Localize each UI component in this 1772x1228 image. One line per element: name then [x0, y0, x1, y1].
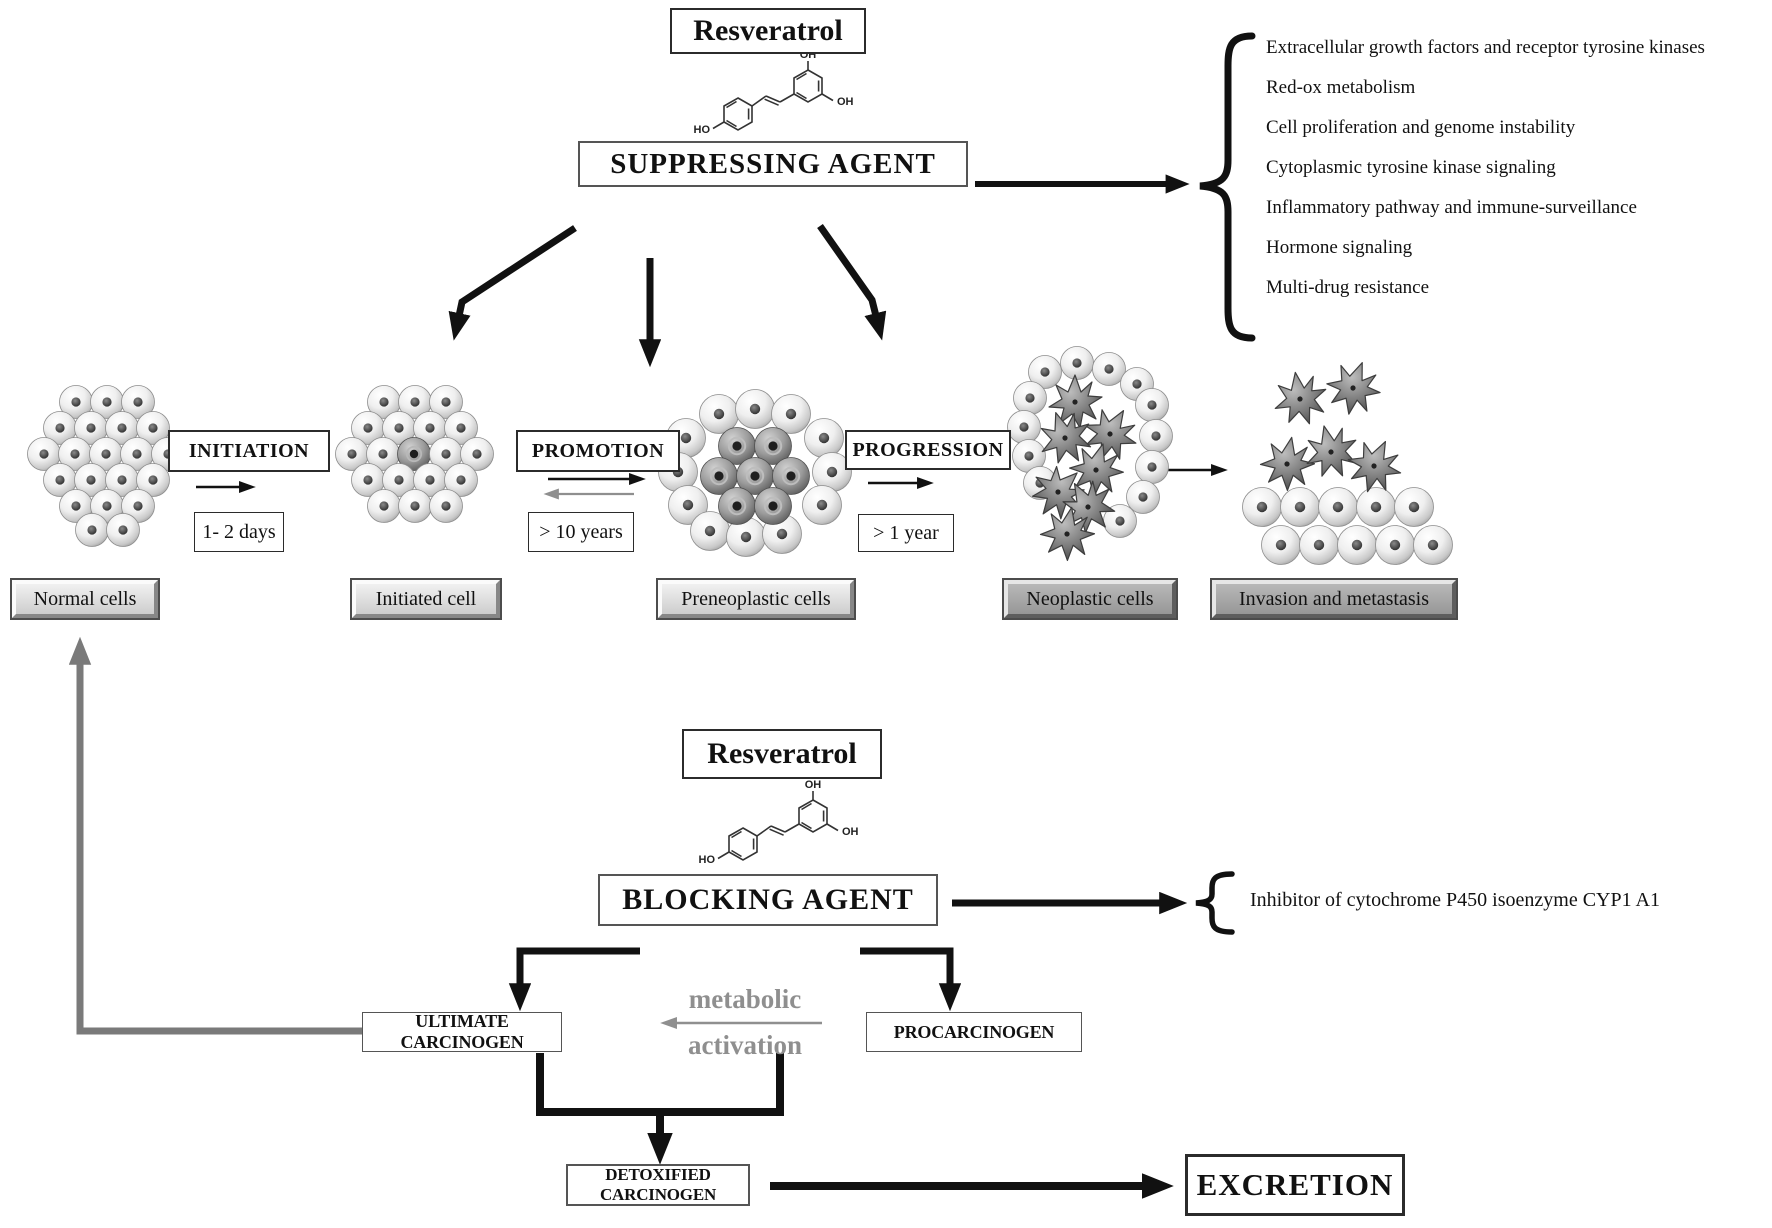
- initiated-cell-label: Initiated cell: [350, 578, 502, 620]
- ultimate-carcinogen-box: ULTIMATE CARCINOGEN: [362, 1011, 562, 1052]
- resveratrol-title-bottom: Resveratrol: [682, 729, 882, 779]
- excretion-box: EXCRETION: [1185, 1154, 1405, 1216]
- metabolic-text: metabolic: [688, 984, 802, 1014]
- resveratrol-structure-top-icon: OH OH HO: [694, 49, 854, 136]
- normal-cells-label: Normal cells: [10, 578, 160, 620]
- procarcinogen-box: PROCARCINOGEN: [866, 1012, 1082, 1052]
- promotion-duration-box: > 10 years: [528, 512, 634, 552]
- arrow-blocking-to-procarcinogen: [860, 947, 962, 1012]
- initiation-duration-box: 1- 2 days: [194, 512, 284, 552]
- activation-text: activation: [688, 1030, 802, 1060]
- initiation-box: INITIATION: [168, 430, 330, 472]
- ho-label: HO: [694, 124, 711, 136]
- oh-label: OH: [805, 779, 822, 791]
- inhibitor-text: Inhibitor of cytochrome P450 isoenzyme C…: [1250, 889, 1660, 911]
- detoxified-carcinogen-box: DETOXIFIED CARCINOGEN: [566, 1164, 750, 1206]
- resveratrol-structure-bottom-icon: OH OH HO: [699, 779, 859, 866]
- neoplastic-cells-label: Neoplastic cells: [1002, 578, 1178, 620]
- mechanism-item: Cell proliferation and genome instabilit…: [1266, 117, 1576, 138]
- ho-label: HO: [699, 854, 716, 866]
- mechanism-item: Hormone signaling: [1266, 237, 1413, 258]
- preneoplastic-cells-cluster: [658, 389, 852, 557]
- arrow-return-to-normal-cells: [68, 636, 366, 1035]
- preneoplastic-cells-label: Preneoplastic cells: [656, 578, 856, 620]
- invasion-metastasis-label: Invasion and metastasis: [1210, 578, 1458, 620]
- initiated-cell-cluster: [335, 385, 494, 523]
- mechanism-item: Extracellular growth factors and recepto…: [1266, 37, 1705, 58]
- progression-duration-box: > 1 year: [858, 514, 954, 552]
- arrow-suppress-initiation: [448, 225, 577, 341]
- mechanism-item: Cytoplasmic tyrosine kinase signaling: [1266, 157, 1556, 178]
- promotion-box: PROMOTION: [516, 430, 680, 472]
- mechanism-item: Multi-drug resistance: [1266, 277, 1430, 298]
- blocking-agent-box: BLOCKING AGENT: [598, 874, 938, 926]
- normal-cells-cluster: [27, 385, 185, 547]
- resveratrol-title-top: Resveratrol: [670, 8, 866, 54]
- mechanism-item: Red-ox metabolism: [1266, 77, 1416, 98]
- arrow-suppress-progression: [817, 223, 887, 341]
- merge-bracket: [536, 1053, 784, 1116]
- mechanism-item: Inflammatory pathway and immune-surveill…: [1266, 197, 1637, 218]
- oh-label: OH: [842, 826, 859, 838]
- suppressing-agent-box: SUPPRESSING AGENT: [578, 141, 968, 187]
- mechanism-list: Extracellular growth factors and recepto…: [1266, 28, 1705, 308]
- oh-label: OH: [837, 96, 854, 108]
- progression-box: PROGRESSION: [845, 430, 1011, 470]
- brace-icon: [1199, 32, 1256, 342]
- neoplastic-cells-cluster: [1007, 346, 1173, 565]
- small-brace-icon: [1195, 871, 1235, 935]
- invasion-metastasis-cluster: [1242, 353, 1453, 565]
- arrow-blocking-to-ultimate: [508, 947, 640, 1012]
